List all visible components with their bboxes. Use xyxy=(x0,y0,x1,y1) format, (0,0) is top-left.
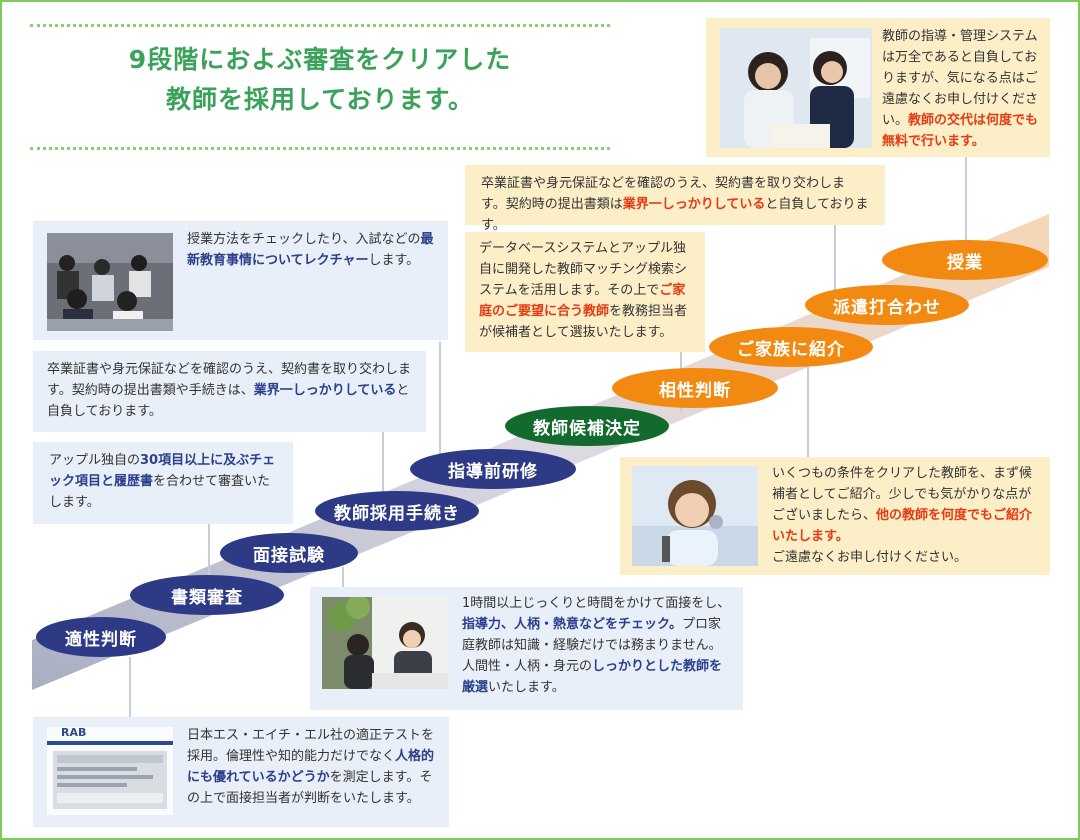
step-label: 教師採用手続き xyxy=(334,503,460,524)
lecture-text: 授業方法をチェックしたり、入試などの xyxy=(187,232,421,247)
matching-highlight: ご家庭のご要望に合う教師 xyxy=(479,283,686,319)
divider xyxy=(30,24,610,27)
lecture-text-end: します。 xyxy=(368,253,420,268)
step-candidate-decision: 教師候補決定 xyxy=(505,406,669,446)
documents-left-highlight: 業界一しっかりしている xyxy=(253,383,397,398)
management-text: 教師の指導・管理システムは万全であると自負しておりますが、気になる点はご遠慮なく… xyxy=(882,29,1039,128)
documents-top-box: 卒業証書や身元保証などを確認のうえ、契約書を取り交わします。契約時の提出書類は業… xyxy=(465,165,885,233)
step-family-introduction: ご家族に紹介 xyxy=(709,327,873,367)
documents-top-text-end: と自負しております。 xyxy=(481,197,869,233)
test-screen-image: RAB xyxy=(47,727,173,815)
step-compatibility: 相性判断 xyxy=(612,368,778,408)
interview-text-end: いたします。 xyxy=(488,680,565,695)
documents-left-box: 卒業証書や身元保証などを確認のうえ、契約書を取り交わします。契約時の提出書類や手… xyxy=(33,351,426,432)
lecture-highlight: 最新教育事情についてレクチャー xyxy=(187,232,434,268)
checklist-highlight: 30項目以上に及ぶチェック項目と履歴書 xyxy=(49,453,276,489)
matching-box: データベースシステムとアップル独自に開発した教師マッチング検索システムを活用しま… xyxy=(465,232,705,352)
page-title: 9段階におよぶ審査をクリアした 教師を採用しております。 xyxy=(30,40,610,120)
step-label: 派遣打合わせ xyxy=(833,297,941,318)
step-document-review: 書類審査 xyxy=(130,575,284,615)
step-lesson: 授業 xyxy=(882,240,1048,280)
connector-line xyxy=(382,432,384,527)
step-label: 教師候補決定 xyxy=(533,418,641,439)
connector-line xyxy=(834,224,836,292)
divider xyxy=(30,147,610,150)
connector-line xyxy=(129,657,131,717)
lecture-box: 授業方法をチェックしたり、入試などの最新教育事情についてレクチャーします。 xyxy=(33,221,448,340)
introduce-box: いくつもの条件をクリアした教師を、まず候補者としてご紹介。少しでも気がかりな点が… xyxy=(620,457,1050,575)
interview-text-mid: プロ家庭教師は知識・経験だけでは務まりません。人間性・人柄・身元の xyxy=(462,617,722,674)
step-dispatch-meeting: 派遣打合わせ xyxy=(805,285,969,325)
interview-box: 1時間以上じっくりと時間をかけて面接をし、指導力、人柄・熱意などをチェック。プロ… xyxy=(310,587,743,710)
test-highlight: 人格的にも優れているかどうか xyxy=(187,749,435,785)
connector-line xyxy=(965,157,967,242)
test-text-end: を測定します。その上で面接担当者が判断をいたします。 xyxy=(187,770,433,806)
test-text: 日本エス・エイチ・エル社の適正テストを採用。倫理性や知的能力だけでなく xyxy=(187,728,435,764)
step-pre-training: 指導前研修 xyxy=(410,449,576,489)
introduce-text: いくつもの条件をクリアした教師を、まず候補者としてご紹介。少しでも気がかりな点が… xyxy=(772,466,1033,523)
interview-highlight-2: しっかりとした教師を厳選 xyxy=(462,659,723,695)
checklist-text: アップル独自の xyxy=(49,453,141,468)
connector-line xyxy=(807,367,809,457)
step-label: ご家族に紹介 xyxy=(737,339,845,360)
checklist-box: アップル独自の30項目以上に及ぶチェック項目と履歴書を合わせて審査いたします。 xyxy=(33,442,293,524)
documents-top-highlight: 業界一しっかりしている xyxy=(622,197,766,212)
management-box: 教師の指導・管理システムは万全であると自負しておりますが、気になる点はご遠慮なく… xyxy=(706,18,1050,157)
interview-photo xyxy=(322,597,448,689)
step-label: 適性判断 xyxy=(65,629,137,650)
step-label: 面接試験 xyxy=(253,545,325,566)
test-box: RAB 日本エス・エイチ・エル社の適正テストを採用。倫理性や知的能力だけでなく人… xyxy=(33,717,449,827)
matching-text-end: を教務担当者が候補者として選抜いたします。 xyxy=(479,304,688,340)
title-line-1: 9段階におよぶ審査をクリアした xyxy=(128,45,512,74)
step-label: 相性判断 xyxy=(659,380,731,401)
step-label: 授業 xyxy=(947,252,983,273)
connector-line xyxy=(439,342,441,472)
introduce-text-end: ご遠慮なくお申し付けください。 xyxy=(772,550,968,565)
connector-line xyxy=(208,522,210,592)
title-line-2: 教師を採用しております。 xyxy=(165,85,474,114)
management-highlight: 教師の交代は何度でも無料で行います。 xyxy=(882,113,1039,149)
step-interview: 面接試験 xyxy=(220,533,358,573)
documents-left-text-end: と自負しております。 xyxy=(47,383,410,419)
matching-text: データベースシステムとアップル独自に開発した教師マッチング検索システムを活用しま… xyxy=(479,241,688,298)
checklist-text-end: を合わせて審査いたします。 xyxy=(49,474,271,510)
step-hiring-procedure: 教師採用手続き xyxy=(315,491,479,531)
operator-photo xyxy=(632,466,758,566)
documents-left-text: 卒業証書や身元保証などを確認のうえ、契約書を取り交わします。契約時の提出書類や手… xyxy=(47,362,412,398)
step-label: 書類審査 xyxy=(171,587,243,608)
teacher-meeting-photo xyxy=(720,28,872,148)
documents-top-text: 卒業証書や身元保証などを確認のうえ、契約書を取り交わします。契約時の提出書類は xyxy=(481,176,846,212)
step-label: 指導前研修 xyxy=(448,461,538,482)
test-screen-logo: RAB xyxy=(61,727,87,739)
step-aptitude: 適性判断 xyxy=(36,617,166,657)
interview-highlight: 指導力、人柄・熱意などをチェック。 xyxy=(462,617,682,632)
interview-text: 1時間以上じっくりと時間をかけて面接をし、 xyxy=(462,596,731,611)
connector-line xyxy=(342,567,344,587)
introduce-highlight: 他の教師を何度でもご紹介いたします。 xyxy=(772,508,1033,544)
lecture-classroom-photo xyxy=(47,233,173,331)
